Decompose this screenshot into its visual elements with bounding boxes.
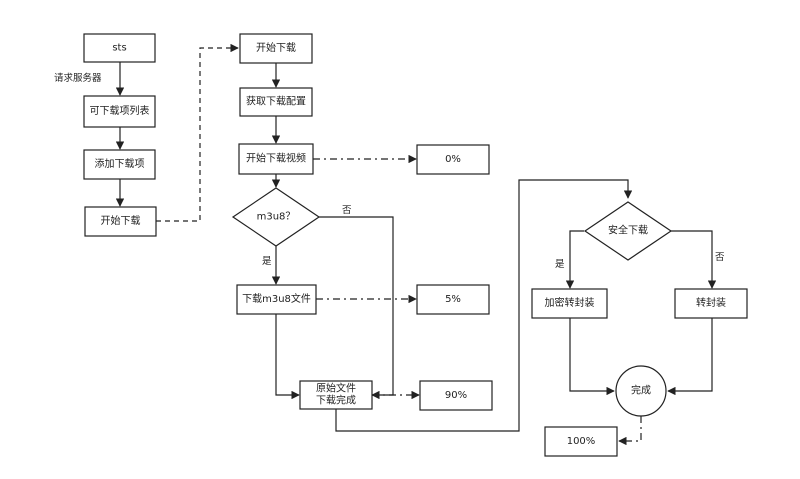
connectors (115, 43, 717, 446)
edge-safe-no (671, 230, 717, 289)
node-pct-90-label: 90% (445, 390, 467, 401)
node-download-list: 可下载项列表 (83, 95, 156, 128)
node-pct-100-label: 100% (567, 436, 596, 447)
node-remux: 转封装 (674, 288, 748, 319)
node-m3u8-decision-label: m3u8？ (257, 212, 296, 223)
edge-label-safe-yes: 是 (555, 259, 565, 270)
node-pct-0-label: 0% (445, 154, 461, 165)
node-original-done: 原始文件 下载完成 (299, 380, 373, 410)
node-download-list-label: 可下载项列表 (90, 104, 150, 117)
edge-label-request-server: 请求服务器 (54, 72, 102, 84)
node-safe-download: 安全下载 (583, 201, 673, 261)
edge-label-m3u8-no: 否 (342, 205, 352, 216)
node-pct-5-label: 5% (445, 294, 461, 305)
node-get-config-label: 获取下载配置 (246, 96, 306, 108)
node-start-video: 开始下载视频 (238, 143, 314, 175)
node-start-video-label: 开始下载视频 (246, 152, 306, 165)
node-pct-0: 0% (416, 144, 490, 175)
node-encrypt-remux-label: 加密转封装 (545, 296, 595, 309)
node-sts: sts (83, 33, 156, 63)
edge-label-safe-no: 否 (715, 252, 725, 263)
node-m3u8-decision: m3u8？ (231, 187, 321, 247)
node-add-item-label: 添加下载项 (95, 157, 145, 170)
node-start-download: 开始下载 (239, 33, 313, 64)
node-remux-label: 转封装 (696, 296, 726, 309)
node-sts-label: sts (112, 43, 126, 54)
node-add-item: 添加下载项 (83, 149, 156, 180)
node-download-m3u8: 下载m3u8文件 (236, 284, 317, 315)
node-pct-5: 5% (416, 284, 490, 315)
node-download-m3u8-label: 下载m3u8文件 (242, 292, 311, 305)
edge-decision-no (319, 216, 394, 400)
edge-encrypt-to-done (569, 318, 615, 396)
node-encrypt-remux: 加密转封装 (531, 288, 608, 319)
node-pct-100: 100% (544, 426, 618, 457)
node-done-label: 完成 (631, 384, 651, 397)
edge-original-to-safe (335, 179, 633, 432)
edge-safe-yes (565, 230, 584, 289)
node-start-download-left-label: 开始下载 (101, 214, 141, 227)
edge-m3u8-to-original (275, 314, 300, 400)
node-start-download-left: 开始下载 (84, 206, 157, 237)
node-done: 完成 (615, 365, 667, 417)
edge-label-m3u8-yes: 是 (262, 256, 272, 267)
edge-remux-to-done (667, 318, 713, 396)
node-start-download-label: 开始下载 (256, 41, 296, 54)
node-safe-download-label: 安全下载 (608, 224, 648, 237)
node-original-done-line2: 下载完成 (316, 394, 356, 407)
node-original-done-line1: 原始文件 (316, 382, 356, 395)
edge-done-to-100pct (618, 416, 642, 446)
edge-start-to-start-download (156, 43, 239, 222)
node-pct-90: 90% (419, 380, 493, 411)
node-get-config: 获取下载配置 (239, 87, 313, 117)
